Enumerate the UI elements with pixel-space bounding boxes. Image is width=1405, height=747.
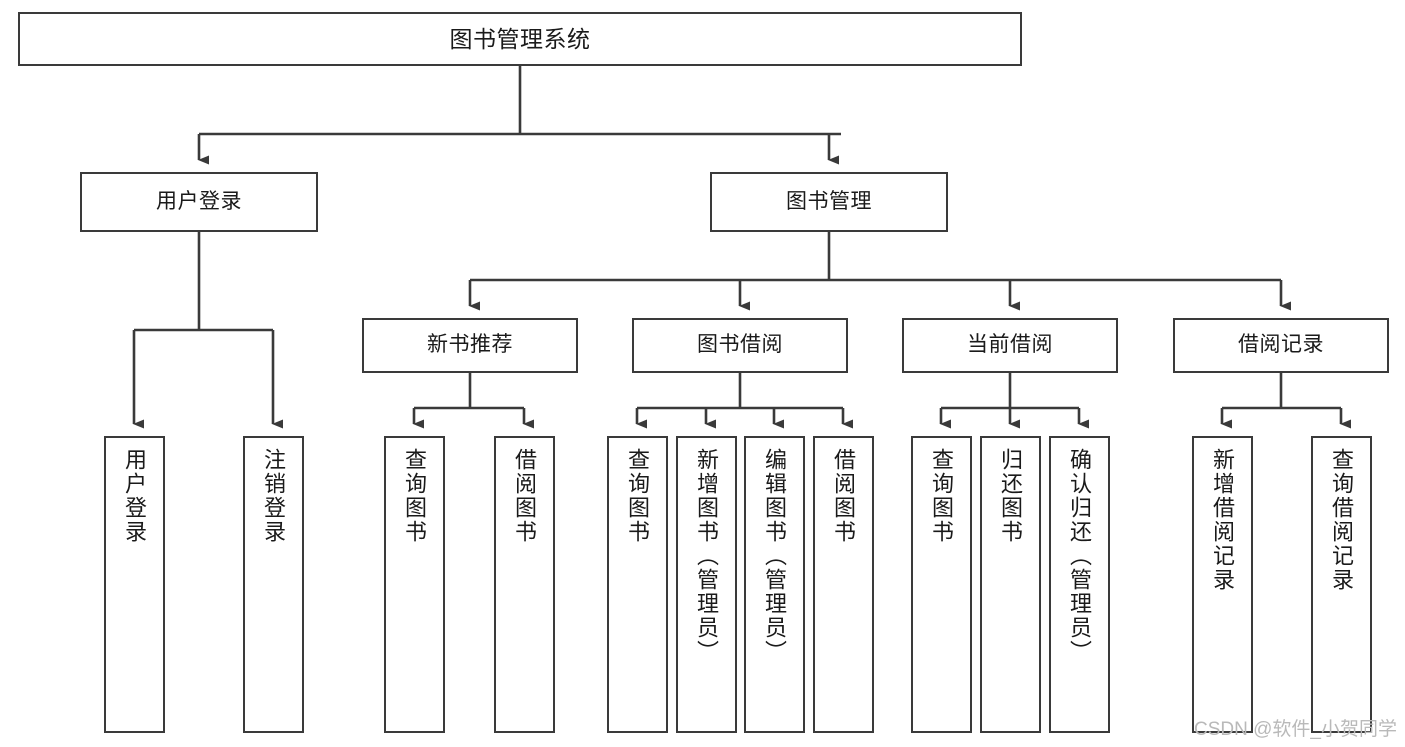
node-current-borrow[interactable]: 当前借阅 bbox=[902, 318, 1118, 373]
node-label: 借阅图书 bbox=[512, 448, 538, 544]
node-label: 查询借阅记录 bbox=[1329, 448, 1355, 592]
leaf-borrow-book-2[interactable]: 借阅图书 bbox=[813, 436, 874, 733]
node-label: 查询图书 bbox=[402, 448, 428, 544]
node-label: 借阅图书 bbox=[831, 448, 857, 544]
node-label: 确认归还（管理员） bbox=[1067, 448, 1093, 664]
node-label: 图书管理系统 bbox=[449, 25, 591, 52]
node-label: 当前借阅 bbox=[967, 333, 1053, 357]
leaf-borrow-book-1[interactable]: 借阅图书 bbox=[494, 436, 555, 733]
node-label: 编辑图书（管理员） bbox=[762, 448, 788, 664]
leaf-add-book[interactable]: 新增图书（管理员） bbox=[676, 436, 737, 733]
node-label: 用户登录 bbox=[122, 448, 148, 544]
leaf-user-login[interactable]: 用户登录 bbox=[104, 436, 165, 733]
node-book-borrow[interactable]: 图书借阅 bbox=[632, 318, 848, 373]
node-user-login[interactable]: 用户登录 bbox=[80, 172, 318, 232]
leaf-add-record[interactable]: 新增借阅记录 bbox=[1192, 436, 1253, 733]
leaf-edit-book[interactable]: 编辑图书（管理员） bbox=[744, 436, 805, 733]
leaf-query-book-1[interactable]: 查询图书 bbox=[384, 436, 445, 733]
leaf-user-logout[interactable]: 注销登录 bbox=[243, 436, 304, 733]
node-label: 借阅记录 bbox=[1238, 333, 1324, 357]
node-borrow-record[interactable]: 借阅记录 bbox=[1173, 318, 1389, 373]
leaf-query-book-2[interactable]: 查询图书 bbox=[607, 436, 668, 733]
node-label: 新增借阅记录 bbox=[1210, 448, 1236, 592]
node-book-manage[interactable]: 图书管理 bbox=[710, 172, 948, 232]
leaf-confirm-return[interactable]: 确认归还（管理员） bbox=[1049, 436, 1110, 733]
node-label: 图书借阅 bbox=[697, 333, 783, 357]
node-label: 用户登录 bbox=[156, 189, 242, 213]
leaf-query-book-3[interactable]: 查询图书 bbox=[911, 436, 972, 733]
leaf-return-book[interactable]: 归还图书 bbox=[980, 436, 1041, 733]
watermark: CSDN @软件_小贺同学 bbox=[1194, 719, 1397, 740]
node-label: 新书推荐 bbox=[427, 333, 513, 357]
node-label: 归还图书 bbox=[998, 448, 1024, 544]
leaf-query-record[interactable]: 查询借阅记录 bbox=[1311, 436, 1372, 733]
node-root-system[interactable]: 图书管理系统 bbox=[18, 12, 1022, 66]
node-label: 查询图书 bbox=[625, 448, 651, 544]
node-label: 图书管理 bbox=[786, 189, 872, 213]
node-label: 注销登录 bbox=[261, 448, 287, 544]
node-new-book-rec[interactable]: 新书推荐 bbox=[362, 318, 578, 373]
node-label: 新增图书（管理员） bbox=[694, 448, 720, 664]
node-label: 查询图书 bbox=[929, 448, 955, 544]
